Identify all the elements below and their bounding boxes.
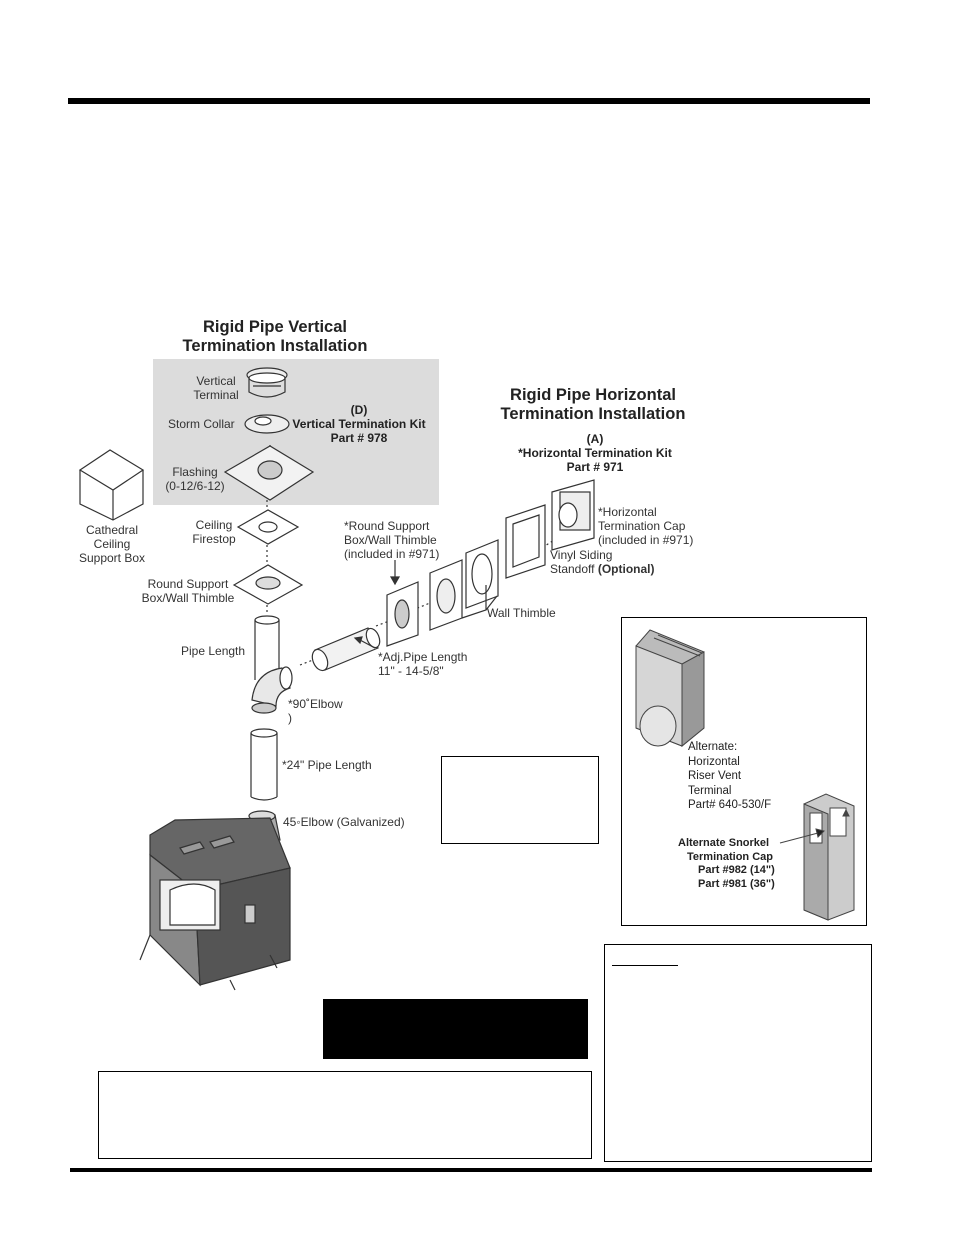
label-cap-l1: *Horizontal bbox=[598, 505, 657, 519]
label-flashing: Flashing (0-12/6-12) bbox=[160, 465, 230, 493]
wall-thimble-plate-icon bbox=[429, 559, 463, 631]
vinyl-siding-standoff-icon bbox=[505, 504, 546, 579]
label-elbow-90: *90˚Elbow ) bbox=[288, 697, 343, 725]
label-riser-l3: Riser Vent bbox=[688, 770, 742, 782]
label-riser-l4: Terminal bbox=[688, 784, 732, 797]
label-vinyl-standoff: Standoff bbox=[550, 562, 595, 576]
vertical-kit-name: Vertical Termination Kit bbox=[292, 417, 426, 431]
ceiling-firestop-icon bbox=[236, 509, 300, 545]
label-snorkel-l1: Alternate Snorkel bbox=[678, 837, 770, 849]
label-riser-l5: Part# 640-530/F bbox=[688, 799, 772, 811]
vertical-kit-part: Part # 978 bbox=[330, 431, 388, 445]
elbow-90-icon bbox=[251, 666, 293, 714]
horizontal-title-line1: Rigid Pipe Horizontal bbox=[510, 386, 676, 404]
label-riser-l2: Horizontal bbox=[688, 755, 740, 768]
top-rule bbox=[68, 98, 870, 104]
round-support-horizontal-icon bbox=[386, 581, 419, 647]
label-cathedral-l3: Support Box bbox=[78, 551, 146, 565]
label-snorkel-l3: Part #982 (14") bbox=[698, 864, 775, 876]
label-round-support-l2: Box/Wall Thimble bbox=[141, 591, 235, 605]
label-snorkel-l2: Termination Cap bbox=[687, 850, 773, 863]
flashing-icon bbox=[223, 445, 315, 501]
vertical-title: Rigid Pipe Vertical Termination Installa… bbox=[160, 318, 390, 356]
label-elbow-45: 45◦Elbow (Galvanized) bbox=[283, 815, 405, 829]
empty-note-box-bottom bbox=[98, 1071, 592, 1159]
storm-collar-icon bbox=[244, 414, 290, 434]
vertical-kit-id: (D) bbox=[350, 403, 368, 417]
label-flashing-l2: (0-12/6-12) bbox=[165, 479, 225, 493]
vertical-kit-label: (D) Vertical Termination Kit Part # 978 bbox=[282, 403, 436, 445]
label-termination-cap: *Horizontal Termination Cap (included in… bbox=[598, 505, 693, 547]
riser-vent-terminal-icon bbox=[635, 629, 705, 748]
notes-heading-underline bbox=[612, 965, 678, 966]
label-elbow-90-l2: ) bbox=[288, 711, 292, 725]
label-adj-pipe-length: *Adj.Pipe Length 11" - 14-5/8" bbox=[378, 650, 467, 678]
bottom-rule bbox=[70, 1168, 872, 1172]
alternate-terminals-art bbox=[635, 629, 855, 921]
label-vinyl-siding-standoff: Vinyl Siding Standoff (Optional) bbox=[550, 548, 654, 576]
adj-pipe-length-icon bbox=[311, 627, 381, 672]
label-cathedral-l2: Ceiling bbox=[93, 537, 131, 551]
label-pipe-24: *24" Pipe Length bbox=[282, 758, 372, 772]
horizontal-termination-cap-icon bbox=[551, 479, 595, 551]
wall-thimble-sleeve-icon bbox=[465, 539, 499, 609]
label-adj-pipe-l2: 11" - 14-5/8" bbox=[378, 664, 444, 678]
label-cathedral-l1: Cathedral bbox=[85, 523, 139, 537]
label-h-round-l1: *Round Support bbox=[344, 519, 430, 533]
label-firestop-l2: Firestop bbox=[192, 532, 236, 546]
pipe-24-icon bbox=[250, 728, 278, 801]
horizontal-title-line2: Termination Installation bbox=[500, 405, 686, 423]
horizontal-title: Rigid Pipe Horizontal Termination Instal… bbox=[478, 386, 708, 424]
label-pipe-length: Pipe Length bbox=[181, 644, 246, 658]
alternate-terminals-inset: Alternate: Horizontal Riser Vent Termina… bbox=[621, 617, 867, 926]
empty-note-box-small bbox=[441, 756, 599, 844]
pellet-stove-icon bbox=[139, 817, 291, 991]
label-h-round-l3: (included in #971) bbox=[344, 547, 440, 561]
label-round-support-box: Round Support Box/Wall Thimble bbox=[136, 577, 240, 605]
label-cap-l2: Termination Cap bbox=[598, 519, 686, 533]
vertical-title-line1: Rigid Pipe Vertical bbox=[203, 318, 347, 336]
label-cathedral-support-box: Cathedral Ceiling Support Box bbox=[74, 523, 150, 565]
label-vertical-terminal-l2: Terminal bbox=[193, 388, 239, 402]
vertical-terminal-icon bbox=[246, 367, 288, 398]
label-cap-l3: (included in #971) bbox=[598, 533, 694, 547]
round-support-box-icon bbox=[232, 564, 304, 605]
label-firestop-l1: Ceiling bbox=[195, 518, 233, 532]
label-vinyl-l1: Vinyl Siding bbox=[550, 548, 613, 562]
horizontal-kit-id: (A) bbox=[586, 432, 604, 446]
cathedral-support-box-icon bbox=[78, 449, 145, 521]
label-snorkel-l4: Part #981 (36") bbox=[698, 877, 775, 890]
vertical-title-line2: Termination Installation bbox=[182, 337, 368, 355]
horizontal-kit-label: (A) *Horizontal Termination Kit Part # 9… bbox=[510, 432, 680, 474]
label-storm-collar: Storm Collar bbox=[168, 417, 235, 431]
horizontal-kit-part: Part # 971 bbox=[566, 460, 624, 474]
pipe-length-icon bbox=[254, 615, 280, 680]
snorkel-termination-cap-icon bbox=[803, 793, 855, 921]
label-vertical-terminal-l1: Vertical bbox=[196, 374, 236, 388]
notes-box bbox=[604, 944, 872, 1162]
label-vertical-terminal: Vertical Terminal bbox=[186, 374, 246, 402]
label-snorkel-cap: Alternate Snorkel Termination Cap Part #… bbox=[678, 837, 775, 891]
label-vinyl-optional: (Optional) bbox=[597, 562, 655, 576]
label-flashing-l1: Flashing bbox=[172, 465, 218, 479]
label-ceiling-firestop: Ceiling Firestop bbox=[186, 518, 242, 546]
label-round-support-l1: Round Support bbox=[147, 577, 229, 591]
label-round-support-horizontal: *Round Support Box/Wall Thimble (include… bbox=[344, 519, 439, 561]
black-banner bbox=[323, 999, 588, 1059]
label-vinyl-l2: Standoff (Optional) bbox=[550, 562, 654, 576]
label-elbow-90-l1: *90˚Elbow bbox=[288, 697, 343, 711]
label-wall-thimble: Wall Thimble bbox=[487, 606, 556, 620]
label-adj-pipe-l1: *Adj.Pipe Length bbox=[378, 650, 468, 664]
label-riser-vent-terminal: Alternate: Horizontal Riser Vent Termina… bbox=[688, 740, 771, 813]
label-h-round-l2: Box/Wall Thimble bbox=[344, 533, 437, 547]
horizontal-kit-name: *Horizontal Termination Kit bbox=[518, 446, 672, 460]
label-riser-l1: Alternate: bbox=[688, 741, 738, 753]
